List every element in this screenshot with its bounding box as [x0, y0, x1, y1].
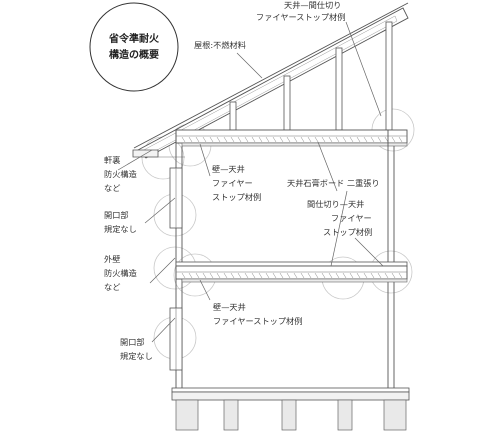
joist-hatch-mark [286, 272, 291, 279]
label-partition-ceiling-1: 間仕切り—天井 [307, 199, 364, 209]
joist-hatch-mark [265, 272, 270, 279]
joist-hatch-mark [286, 136, 291, 143]
joist-hatch-mark [314, 272, 319, 279]
joist-hatch-mark [391, 136, 396, 143]
joist-hatch-mark [384, 272, 389, 279]
joist-hatch-mark [370, 136, 375, 143]
upper-joist-band [175, 129, 408, 147]
joist-hatch-mark [363, 136, 368, 143]
joist-hatch-mark [293, 136, 298, 143]
joist-hatch-mark [321, 272, 326, 279]
joist-hatch-mark [279, 136, 284, 143]
label-eave-3: など [104, 183, 120, 193]
joist-hatch-mark [265, 136, 270, 143]
joist-hatch-mark [384, 136, 389, 143]
joist-hatch-mark [328, 272, 333, 279]
joist-hatch-mark [398, 136, 403, 143]
joist-hatch-mark [244, 272, 249, 279]
joist-hatch-mark [342, 272, 347, 279]
joist-hatch-mark [223, 272, 228, 279]
label-roof: 屋根:不燃材料 [194, 40, 246, 50]
joist-hatch-mark [181, 136, 186, 143]
joist-hatch-mark [335, 272, 340, 279]
leader-lines [117, 21, 384, 343]
joist-hatch-mark [342, 136, 347, 143]
joist-hatch-mark [251, 136, 256, 143]
joist-hatch-mark [209, 272, 214, 279]
joist-hatch-mark [202, 136, 207, 143]
joist-hatch-mark [321, 136, 326, 143]
title-circle [89, 2, 179, 92]
joist-hatch-mark [279, 272, 284, 279]
mid-floor-band [175, 261, 408, 283]
joist-hatch-mark [195, 136, 200, 143]
joist-hatch-mark [356, 136, 361, 143]
label-wall-ceiling-lower-2: ファイヤーストップ材例 [213, 316, 302, 326]
label-wall-ceiling-upper-2: ファイヤー [212, 178, 253, 188]
label-opening-lower-1: 開口部 [120, 337, 145, 347]
joist-hatch-mark [223, 136, 228, 143]
joist-hatch-mark [328, 136, 333, 143]
label-opening-upper-2: 規定なし [104, 224, 137, 234]
label-exterior-wall-3: など [104, 282, 120, 292]
right-partition [387, 130, 395, 390]
joist-hatch-mark [216, 136, 221, 143]
joist-hatch-mark [377, 272, 382, 279]
joist-hatch-mark [181, 272, 186, 279]
joist-hatch-mark [188, 136, 193, 143]
joist-hatch-mark [356, 272, 361, 279]
joist-hatch-mark [293, 272, 298, 279]
joist-hatch-mark [230, 272, 235, 279]
label-exterior-wall-1: 外壁 [104, 254, 120, 264]
joist-hatch-mark [188, 272, 193, 279]
joist-hatch-mark [216, 272, 221, 279]
joist-hatch-mark [363, 272, 368, 279]
label-partition-ceiling-2: ファイヤー [331, 213, 372, 223]
joist-hatch-mark [300, 136, 305, 143]
label-eave-2: 防火構造 [104, 169, 137, 179]
joist-hatch-mark [391, 272, 396, 279]
label-ceiling-partition-1: 天井—間仕切り [284, 0, 341, 10]
title-line-1: 省令準耐火 [108, 32, 160, 45]
joist-hatch-mark [258, 272, 263, 279]
label-partition-ceiling-3: ストップ材例 [323, 227, 372, 237]
label-wall-ceiling-upper-1: 壁—天井 [212, 164, 245, 174]
joist-hatch-mark [244, 136, 249, 143]
joist-hatch-mark [251, 272, 256, 279]
labels: 天井—間仕切り ファイヤーストップ材例 屋根:不燃材料 軒裏 防火構造 など 壁… [104, 0, 380, 361]
joist-hatch-mark [237, 272, 242, 279]
joist-hatch-mark [307, 272, 312, 279]
label-wall-ceiling-lower-1: 壁—天井 [213, 302, 246, 312]
joist-hatch-mark [230, 136, 235, 143]
joist-hatch-mark [202, 272, 207, 279]
joist-hatch-mark [307, 136, 312, 143]
joist-hatch-mark [258, 136, 263, 143]
joist-hatch-mark [377, 136, 382, 143]
label-eave-1: 軒裏 [104, 155, 120, 165]
joist-hatch-mark [209, 136, 214, 143]
label-exterior-wall-2: 防火構造 [104, 268, 137, 278]
joist-hatch-mark [237, 136, 242, 143]
joist-hatch-mark [300, 272, 305, 279]
joist-hatch-mark [370, 272, 375, 279]
joist-hatch-mark [272, 136, 277, 143]
joist-hatch-mark [195, 272, 200, 279]
joist-hatch-mark [349, 136, 354, 143]
joist-hatch-mark [398, 272, 403, 279]
joist-hatch-mark [349, 272, 354, 279]
label-ceiling-partition-2: ファイヤーストップ材例 [256, 12, 345, 22]
label-wall-ceiling-upper-3: ストップ材例 [212, 192, 261, 202]
label-opening-lower-2: 規定なし [120, 351, 153, 361]
joist-hatch-mark [314, 136, 319, 143]
exterior-wall [169, 130, 183, 390]
joist-hatch-mark [335, 136, 340, 143]
label-opening-upper-1: 開口部 [104, 210, 129, 220]
foundation [171, 387, 410, 431]
label-gypsum: 天井石膏ボード 二重張り [287, 178, 380, 188]
title-line-2: 構造の概要 [109, 48, 159, 61]
joist-hatch-mark [272, 272, 277, 279]
